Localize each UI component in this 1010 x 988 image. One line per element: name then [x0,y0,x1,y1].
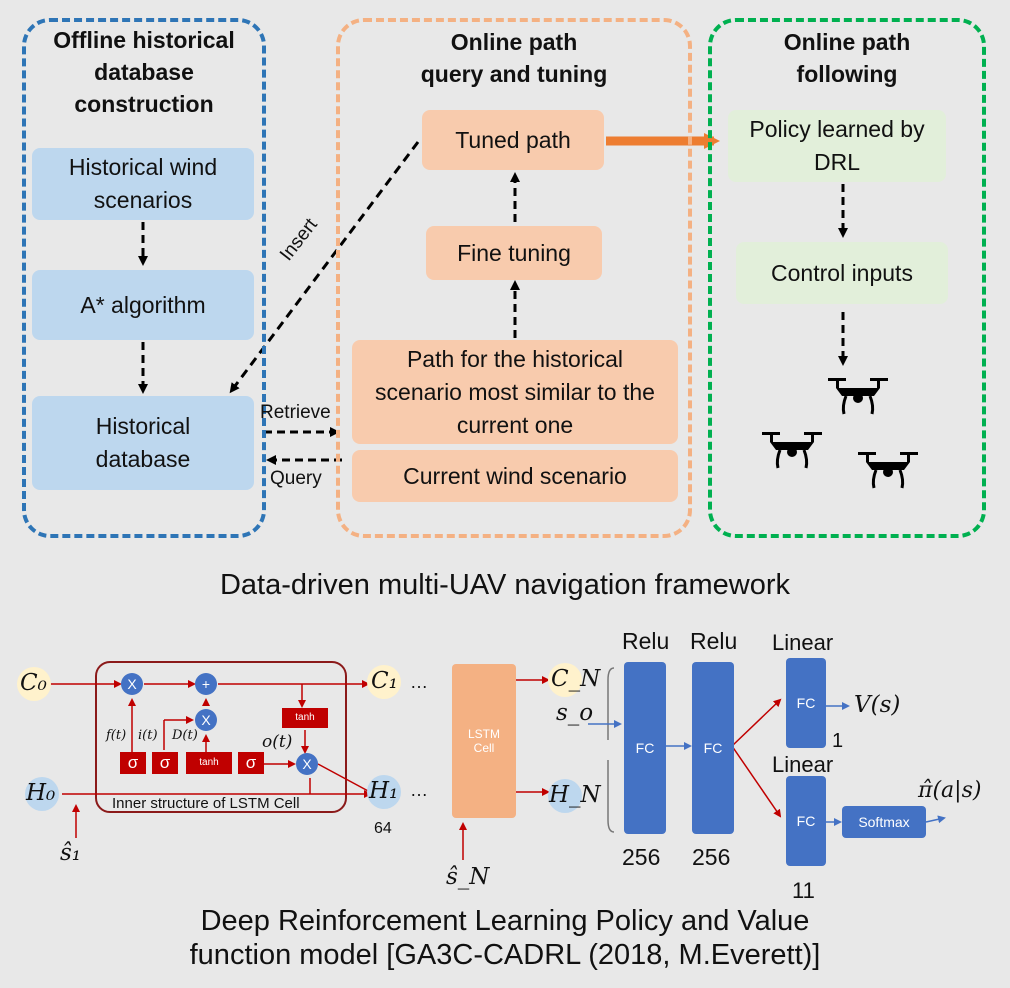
online-query-panel [336,18,692,538]
gate-label-f: f(t) [106,728,127,743]
layer2-size: 256 [692,844,731,870]
policy-output: π̂(a|s) [918,778,982,803]
node-cn: C_N [551,666,601,692]
retrieve-label: Retrieve [260,402,331,423]
model-caption: Deep Reinforcement Learning Policy and V… [189,905,821,971]
value-head-act: Linear [772,630,834,655]
node-h1: H₁ [369,778,399,804]
node-h0: H₀ [26,780,56,806]
lstm-inner-caption: Inner structure of LSTM Cell [112,795,300,812]
lstm-inner-frame [95,661,347,813]
tanh-gate-d: tanh [186,752,232,774]
offline-title: Offline historical database construction [53,27,235,117]
fc-value-head: FC [786,658,826,748]
layer1-act: Relu [622,628,670,654]
policy-head-size: 11 [792,878,815,903]
ellipsis-bottom: … [410,780,428,800]
online-follow-title: Online path following [783,29,911,87]
tanh-gate-c: tanh [282,708,328,728]
fine-tuning-box: Fine tuning [426,226,602,280]
policy-head-act: Linear [772,752,834,777]
tuned-path-box: Tuned path [422,110,604,170]
gate-label-o: o(t) [262,732,293,752]
lstm-cell-n: LSTM Cell [452,664,516,818]
astar-box: A* algorithm [32,270,254,340]
fc-layer-1: FC [624,662,666,834]
similar-path-box: Path for the historical scenario most si… [352,340,678,444]
historical-wind-box: Historical wind scenarios [32,148,254,220]
historical-database-box: Historical database [32,396,254,490]
layer2-act: Relu [690,628,738,654]
gate-label-i: i(t) [138,728,158,743]
ellipsis-top: … [410,672,428,692]
drone-icon [858,452,918,489]
softmax-box: Softmax [842,806,926,838]
svg-text:X: X [127,676,137,692]
value-output: V(s) [854,692,901,718]
online-query-title: Online path query and tuning [420,29,608,87]
input-sn: ŝ_N [446,864,490,890]
svg-text:X: X [201,712,211,728]
query-label: Query [270,468,322,489]
policy-drl-box: Policy learned by DRL [728,110,946,182]
gate-label-d: D(t) [172,728,198,743]
fc-policy-head: FC [786,776,826,866]
drone-icon [828,378,888,415]
sigma-gate-i: σ [152,752,178,774]
hidden-size-label: 64 [374,820,392,837]
svg-text:X: X [302,756,312,772]
input-so: s_o [556,700,594,726]
framework-caption: Data-driven multi-UAV navigation framewo… [219,569,790,601]
sigma-gate-o: σ [238,752,264,774]
node-hn: H_N [549,782,601,808]
fc-layer-2: FC [692,662,734,834]
value-head-size: 1 [832,730,844,752]
offline-panel [22,18,266,538]
input-s1: ŝ₁ [60,840,82,866]
online-follow-panel [708,18,986,538]
node-c0: C₀ [20,670,47,696]
current-wind-box: Current wind scenario [352,450,678,502]
sigma-gate-f: σ [120,752,146,774]
layer1-size: 256 [622,844,661,870]
svg-text:+: + [202,676,210,692]
control-inputs-box: Control inputs [736,242,948,304]
node-c1: C₁ [371,668,398,694]
drone-icon [762,432,822,469]
